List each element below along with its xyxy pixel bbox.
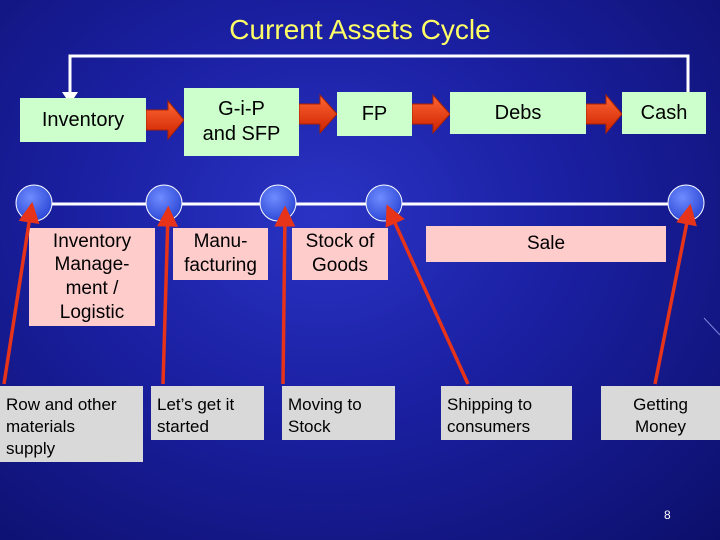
stage-gip-sfp: G-i-P and SFP (184, 88, 299, 156)
pointer-line-2 (157, 205, 179, 385)
pointer-line-4 (385, 204, 470, 385)
step-getting-money: Getting Money (601, 386, 720, 440)
flow-arrow-debs-to-cash (585, 93, 623, 135)
process-sale: Sale (426, 226, 666, 262)
flow-arrow-inventory-to-gip (145, 99, 185, 141)
stage-inventory: Inventory (20, 98, 146, 142)
process-stock-of-goods: Stock of Goods (292, 228, 388, 280)
stage-cash: Cash (622, 92, 706, 134)
page-number: 8 (664, 508, 671, 522)
stage-fp: FP (337, 92, 412, 136)
decorative-stroke (703, 317, 720, 336)
step-shipping: Shipping to consumers (441, 386, 572, 440)
stage-debs: Debs (450, 92, 586, 134)
process-inventory-management: Inventory Manage- ment / Logistic (29, 228, 155, 326)
flow-arrow-fp-to-debs (411, 93, 451, 135)
flow-arrow-gip-to-fp (298, 93, 338, 135)
process-manufacturing: Manu- facturing (173, 228, 268, 280)
pointer-line-5 (653, 203, 697, 385)
step-moving-to-stock: Moving to Stock (282, 386, 395, 440)
pointer-line-1 (2, 201, 40, 385)
slide-title: Current Assets Cycle (229, 14, 491, 45)
loop-connector (68, 54, 690, 95)
pointer-line-3 (274, 205, 296, 385)
step-get-started: Let’s get it started (151, 386, 264, 440)
step-materials-supply: Row and other materials supply (0, 386, 143, 462)
